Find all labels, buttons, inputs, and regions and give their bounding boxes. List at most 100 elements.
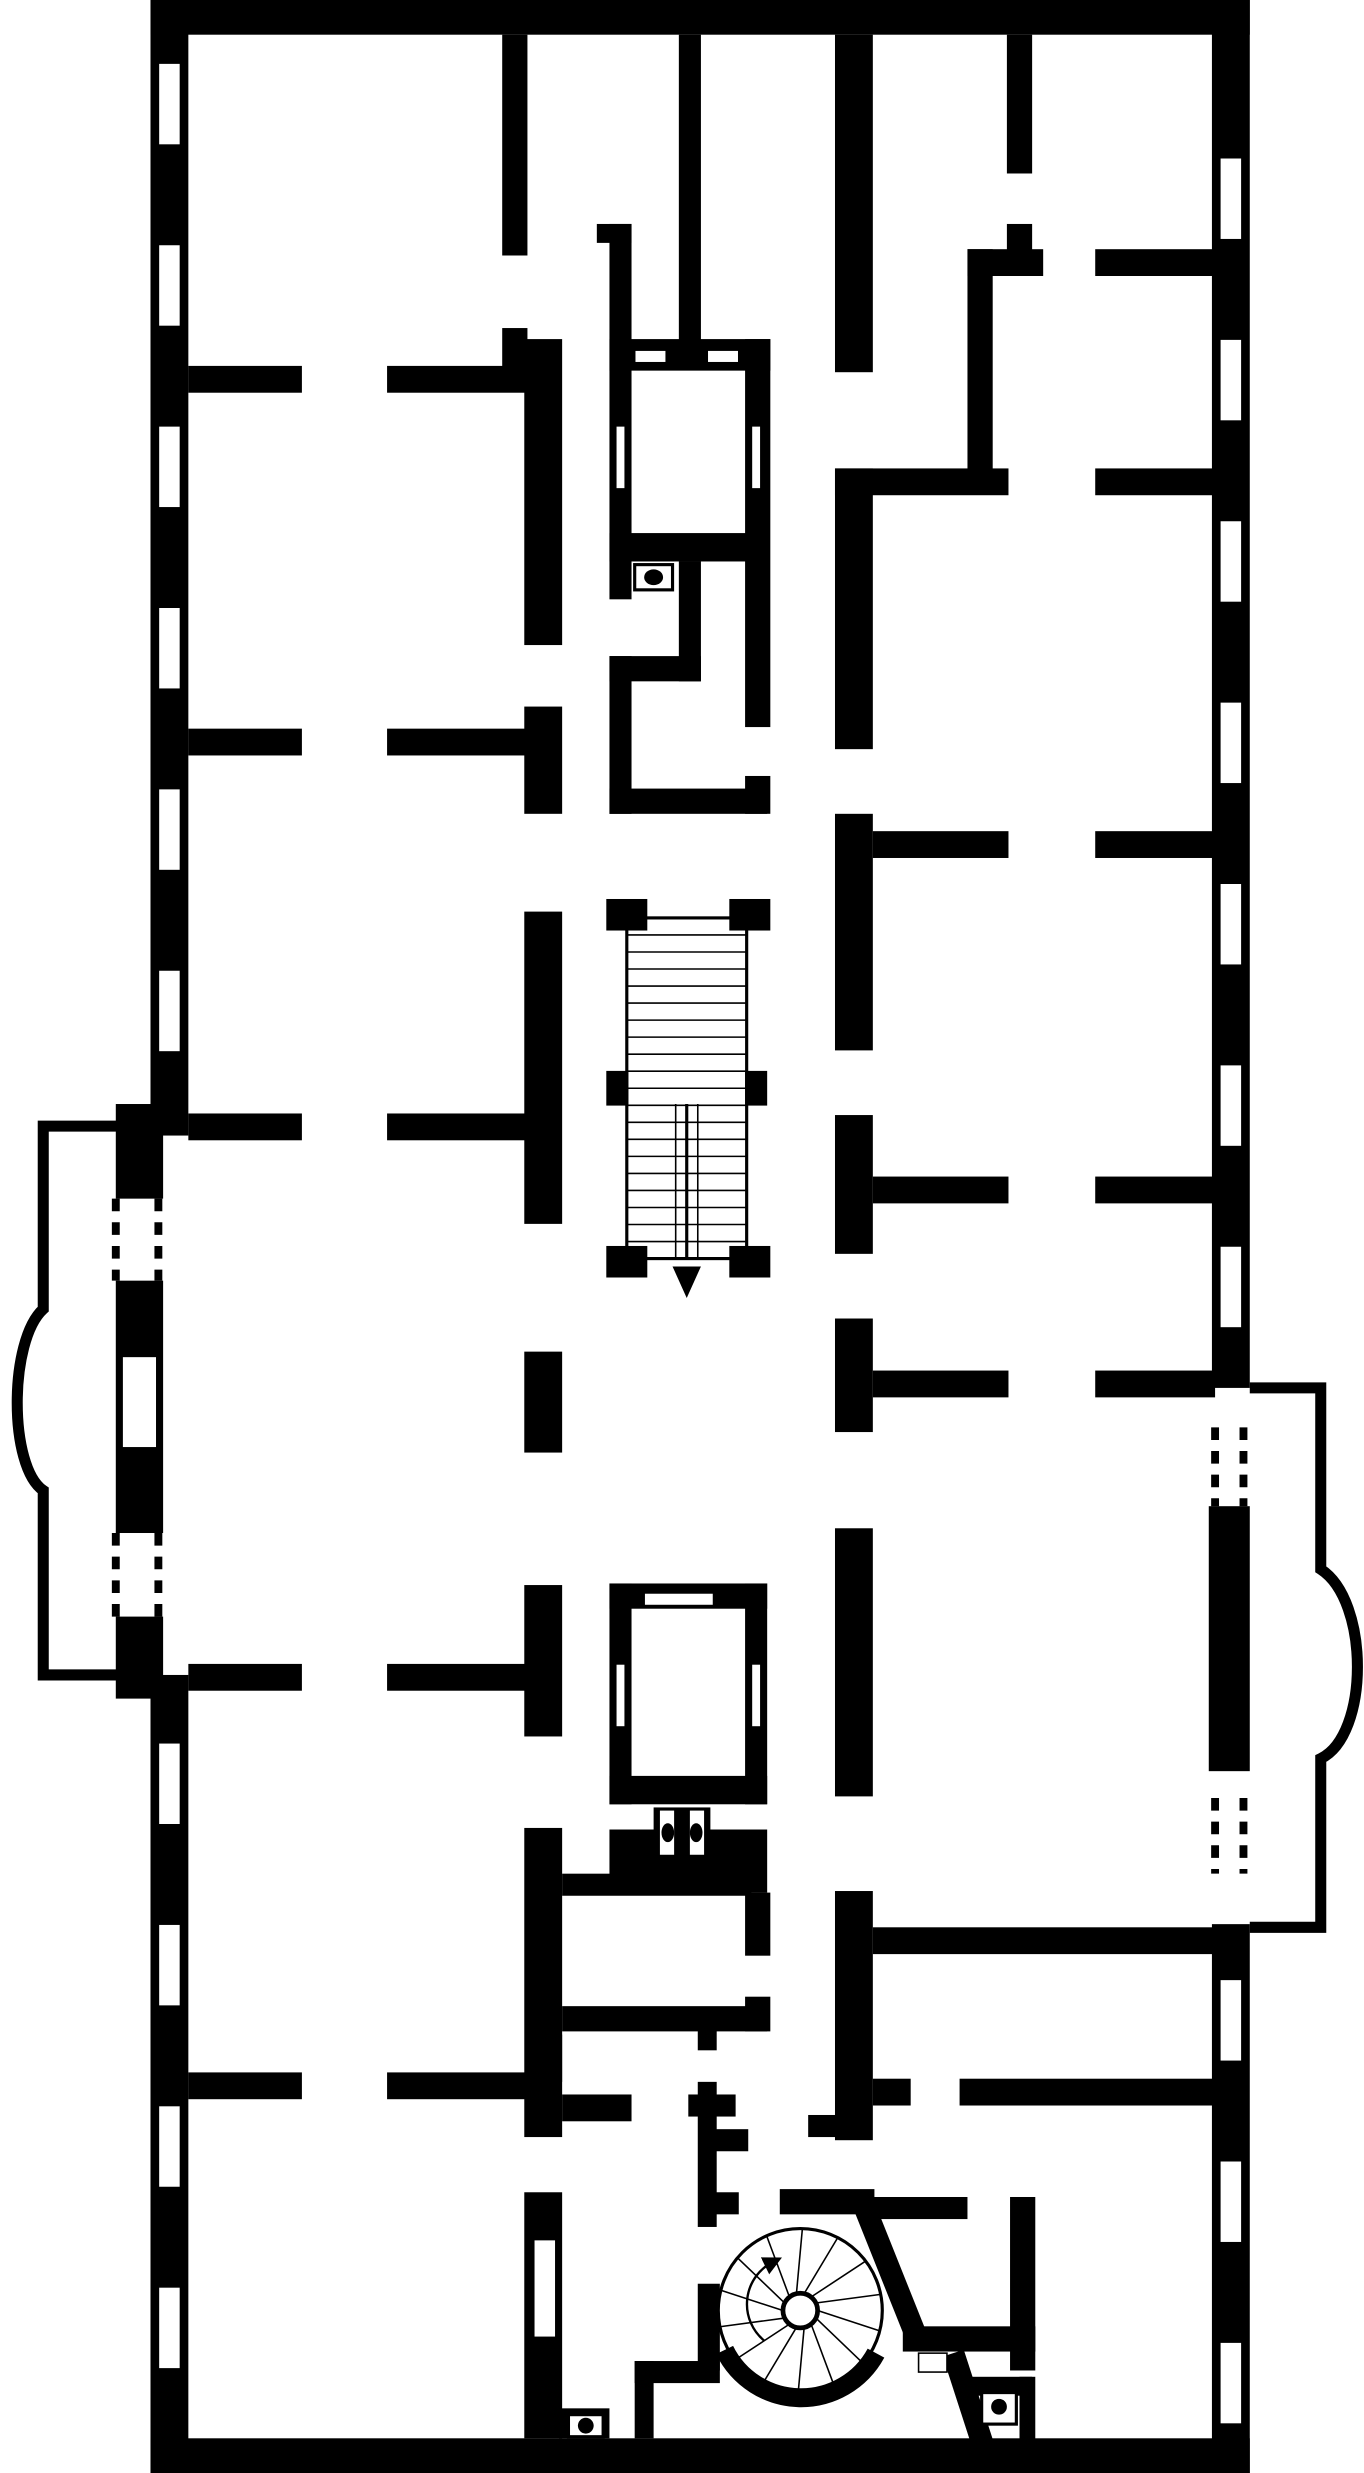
stair-post bbox=[606, 1070, 629, 1106]
service-wall bbox=[697, 2028, 717, 2051]
partition-wall bbox=[872, 1927, 1216, 1955]
diagonal-wall bbox=[854, 2203, 926, 2339]
spiral-tread bbox=[817, 2309, 880, 2332]
east-windows bbox=[1219, 156, 1243, 2425]
corridor-wall bbox=[524, 1351, 563, 1453]
service-wall bbox=[745, 1892, 771, 1956]
service-wall bbox=[634, 2361, 654, 2439]
corridor-wall bbox=[502, 328, 528, 368]
service-wall bbox=[678, 561, 701, 682]
service-wall bbox=[697, 2283, 720, 2371]
flues bbox=[566, 563, 1018, 2439]
service-openings bbox=[532, 349, 948, 2373]
spiral-tread bbox=[762, 2327, 798, 2384]
partition-wall bbox=[188, 2072, 302, 2100]
corridor-wall bbox=[967, 249, 993, 486]
corridor-wall bbox=[524, 1585, 563, 1737]
stair-post bbox=[745, 1070, 768, 1106]
window bbox=[1219, 701, 1243, 785]
window bbox=[1219, 882, 1243, 967]
partition-wall bbox=[959, 2078, 1216, 2106]
corridor-wall bbox=[834, 813, 873, 1051]
partition-wall bbox=[872, 831, 1009, 858]
partition-wall bbox=[872, 1176, 1009, 1204]
corridor-wall bbox=[524, 339, 563, 646]
service-wall bbox=[562, 2006, 768, 2032]
corridor-wall bbox=[834, 1115, 873, 1254]
partition-wall bbox=[872, 1370, 1009, 1398]
window bbox=[157, 243, 182, 328]
service-wall bbox=[713, 2129, 749, 2152]
window bbox=[157, 425, 182, 509]
west-bay bbox=[11, 1104, 164, 1699]
stair-post bbox=[606, 898, 648, 931]
interior-walls bbox=[188, 34, 1216, 2440]
west-wall-upper bbox=[150, 0, 189, 1136]
flue-icon bbox=[661, 1823, 675, 1843]
service-wall bbox=[609, 788, 768, 814]
service-wall bbox=[609, 1775, 768, 1805]
service-wall bbox=[745, 1996, 771, 2032]
partition-wall bbox=[188, 365, 302, 393]
stair-post bbox=[729, 898, 771, 931]
service-wall bbox=[562, 2094, 632, 2122]
partition-wall bbox=[1095, 1176, 1216, 1204]
spiral-tread bbox=[815, 2317, 864, 2364]
spiral-tread bbox=[720, 2289, 784, 2312]
service-wall bbox=[713, 2192, 739, 2215]
partition-wall bbox=[808, 2114, 840, 2138]
spiral-wall bbox=[716, 2345, 885, 2408]
spiral-staircase bbox=[716, 2226, 885, 2408]
corridor-wall bbox=[502, 34, 528, 256]
partition-wall bbox=[1095, 468, 1216, 496]
window bbox=[1219, 156, 1243, 241]
partition-wall bbox=[1095, 831, 1216, 858]
diagonal-walls bbox=[854, 2203, 999, 2464]
corridor-wall bbox=[834, 1318, 873, 1433]
window bbox=[157, 2286, 182, 2370]
partition-wall bbox=[834, 34, 873, 373]
window bbox=[157, 787, 182, 872]
service-wall bbox=[543, 2034, 563, 2082]
west-bay-pier bbox=[115, 1616, 164, 1699]
window bbox=[1219, 2341, 1243, 2425]
spiral-tread bbox=[736, 2257, 786, 2304]
spiral-tread bbox=[797, 2327, 805, 2393]
window bbox=[157, 62, 182, 146]
window bbox=[1219, 1978, 1243, 2063]
south-wall bbox=[150, 2438, 1250, 2473]
partition-wall bbox=[1095, 249, 1216, 277]
spiral-tread bbox=[815, 2293, 881, 2304]
east-bay bbox=[1208, 1382, 1363, 1933]
window bbox=[1219, 519, 1243, 604]
stair-post bbox=[729, 1245, 771, 1278]
partition-wall bbox=[1006, 34, 1033, 174]
service-wall bbox=[609, 656, 632, 814]
service-wall bbox=[697, 2081, 717, 2227]
partition-wall bbox=[872, 2078, 911, 2106]
curved-arrow-icon bbox=[745, 2257, 782, 2342]
west-bay-outline bbox=[11, 1120, 151, 1681]
partition-wall bbox=[188, 728, 302, 756]
east-bay-outline bbox=[1249, 1382, 1363, 1933]
service-wall bbox=[609, 223, 632, 600]
corridor-wall bbox=[524, 911, 563, 1224]
window bbox=[1219, 2159, 1243, 2244]
spiral-tread bbox=[810, 2323, 835, 2386]
service-wall bbox=[902, 2326, 1036, 2352]
window bbox=[121, 1355, 158, 1449]
partition-wall bbox=[188, 1663, 302, 1691]
spiral-tread bbox=[795, 2228, 804, 2294]
flue-icon bbox=[644, 569, 664, 586]
window bbox=[157, 969, 182, 1053]
flue-icon bbox=[577, 2417, 594, 2434]
window bbox=[1219, 1245, 1243, 1329]
stair-post bbox=[606, 1245, 648, 1278]
spiral-tread bbox=[803, 2237, 839, 2295]
flue-icon bbox=[689, 1823, 703, 1843]
window bbox=[157, 1923, 182, 2007]
spiral-newel bbox=[780, 2290, 821, 2331]
flue-icon bbox=[991, 2398, 1007, 2415]
corridor-wall bbox=[834, 1528, 873, 1797]
